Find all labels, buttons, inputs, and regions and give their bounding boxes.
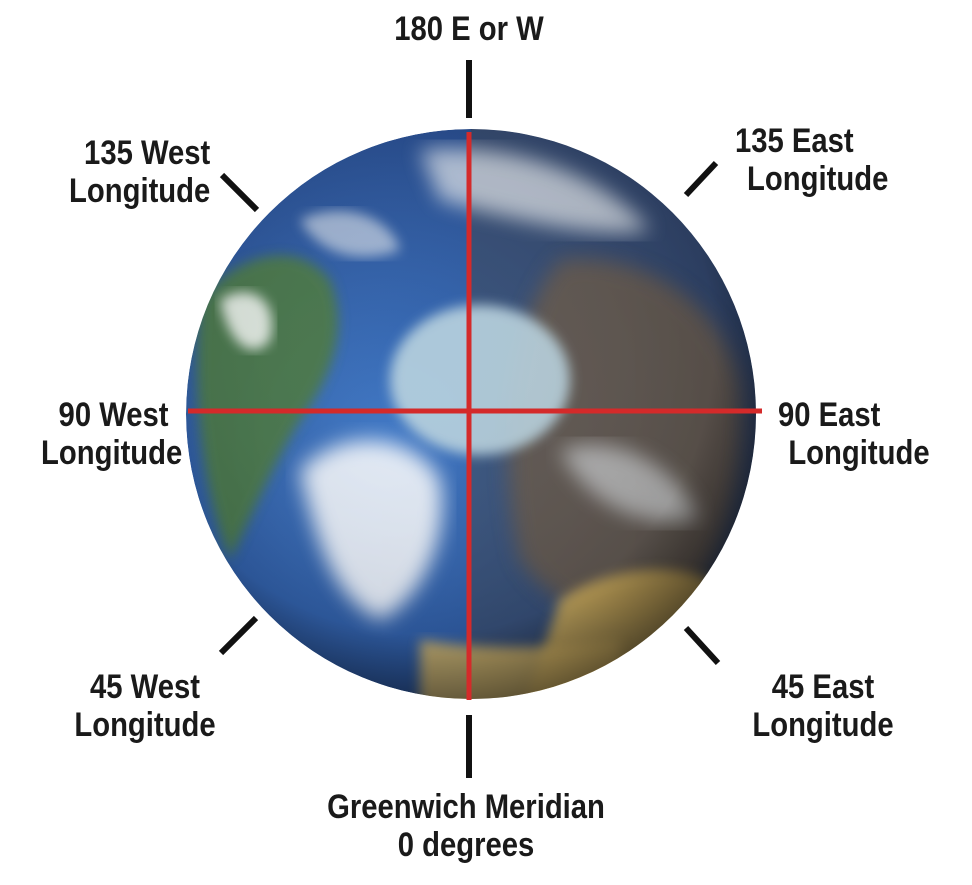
tick-marks <box>218 60 721 778</box>
tick-nw <box>219 172 260 213</box>
meridian-lines <box>188 132 762 700</box>
tick-ne <box>683 160 719 198</box>
earth-globe <box>186 129 756 699</box>
label-180: 180 E or W <box>394 10 544 48</box>
tick-sw <box>218 615 259 656</box>
tick-se <box>683 625 721 666</box>
